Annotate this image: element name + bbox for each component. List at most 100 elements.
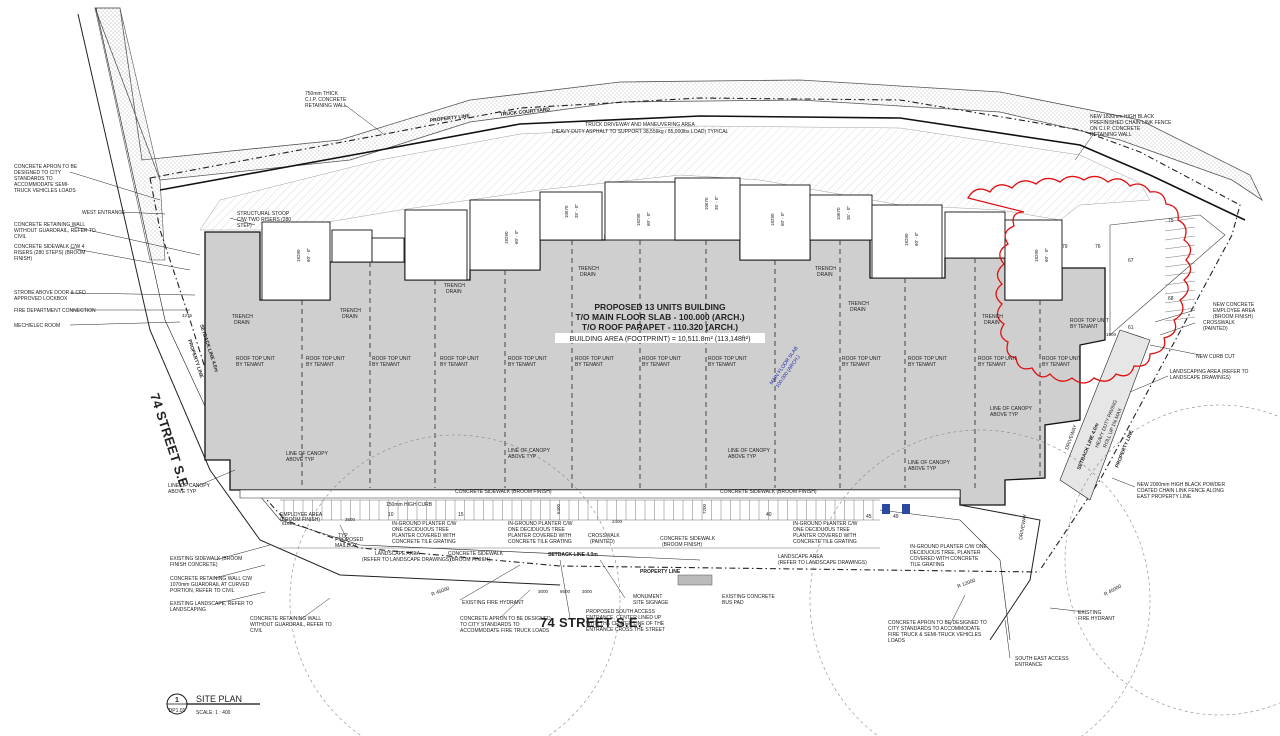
canopy-6b: ABOVE TYP bbox=[168, 489, 197, 495]
dim-35-3: 35' - 0" bbox=[846, 206, 851, 220]
fence-ne-label-2: PREFINISHED CHAIN LINK FENCE bbox=[1090, 120, 1172, 126]
view-scale: SCALE: 1 : 400 bbox=[196, 710, 231, 716]
planter-1a: IN-GROUND PLANTER C/W bbox=[392, 521, 457, 527]
rtu-7b: BY TENANT bbox=[642, 362, 670, 368]
west-street-edge bbox=[77, 13, 561, 586]
apron-s-1: CONCRETE APRON TO BE DESIGNED bbox=[460, 616, 551, 622]
stall-number-68: 68 bbox=[1168, 296, 1174, 302]
rtu-8b: BY TENANT bbox=[708, 362, 736, 368]
crw-curved-2: 1070mm GUARDRAIL AT CURVED bbox=[170, 582, 250, 588]
north-retaining-wall bbox=[159, 115, 1246, 221]
dim-5161: 5161 bbox=[282, 521, 293, 526]
curb-label: 150mm HIGH CURB bbox=[386, 502, 433, 508]
crw-south-3: CIVIL bbox=[250, 628, 263, 634]
canopy-1b: ABOVE TYP bbox=[286, 457, 315, 463]
hydrant-west-label: EXISTING FIRE HYDRANT bbox=[462, 600, 524, 606]
employee-area-1: NEW CONCRETE bbox=[1213, 302, 1255, 308]
stall-number-10: 10 bbox=[388, 512, 394, 518]
planter-4d: TILE GRATING bbox=[910, 562, 944, 568]
apron-nw-label-5: TRUCK VEHICLES LOADS bbox=[14, 188, 76, 194]
trench-drain-1b: DRAIN bbox=[234, 320, 250, 326]
parking-stall-line bbox=[1164, 307, 1196, 313]
trench-drain-5b: DRAIN bbox=[817, 272, 833, 278]
dim-4276: 4276 bbox=[182, 313, 193, 318]
dim-18290-5: 18290 bbox=[904, 233, 909, 246]
apron-se-4: LOADS bbox=[888, 638, 906, 644]
trench-drain-4a: TRENCH bbox=[578, 266, 599, 272]
trench-drain-7b: DRAIN bbox=[984, 320, 1000, 326]
canopy-2b: ABOVE TYP bbox=[508, 454, 537, 460]
dock-block-5 bbox=[469, 199, 541, 271]
rtu-12a: ROOF TOP UNIT bbox=[1042, 356, 1081, 362]
se-access-2: ENTRANCE bbox=[1015, 662, 1043, 668]
south-access-2: ENTRANCE, CENTER LINED UP bbox=[586, 615, 662, 621]
concrete-sidewalk-1: CONCRETE SIDEWALK bbox=[448, 551, 504, 557]
dock-block-3 bbox=[371, 237, 405, 263]
rtu-9a: ROOF TOP UNIT bbox=[842, 356, 881, 362]
sidewalk-label-1: CONCRETE SIDEWALK C/W 4 bbox=[14, 244, 85, 250]
apron-nw-label-1: CONCRETE APRON TO BE bbox=[14, 164, 78, 170]
rtu-4b: BY TENANT bbox=[440, 362, 468, 368]
concrete-sidewalk-1b: (BROOM FINISH) bbox=[450, 557, 490, 563]
trench-drain-labels: TRENCH DRAIN TRENCH DRAIN TRENCH DRAIN T… bbox=[232, 266, 1003, 326]
canopy-5b: ABOVE TYP bbox=[990, 412, 1019, 418]
crosswalk-mid-2: (PAINTED) bbox=[590, 539, 615, 545]
hydrant-east-2: FIRE HYDRANT bbox=[1078, 616, 1115, 622]
rtu-7a: ROOF TOP UNIT bbox=[642, 356, 681, 362]
truck-driveway-label-2: (HEAVY DUTY ASPHALT TO SUPPORT 38,556kg … bbox=[552, 129, 729, 135]
apron-nw-label-3: STANDARDS TO bbox=[14, 176, 53, 182]
parking-stall-line bbox=[1164, 289, 1196, 295]
canopy-2a: LINE OF CANOPY bbox=[508, 448, 551, 454]
stall-number-49: 49 bbox=[893, 514, 899, 520]
rtu-13a: ROOF TOP UNIT bbox=[1070, 318, 1109, 324]
apron-se-1: CONCRETE APRON TO BE DESIGNED TO bbox=[888, 620, 987, 626]
dock-block-12 bbox=[944, 211, 1006, 259]
dim-18290-6: 18290 bbox=[1034, 249, 1039, 262]
canopy-4b: ABOVE TYP bbox=[908, 466, 937, 472]
trench-drain-6b: DRAIN bbox=[850, 307, 866, 313]
driveway-label-se: DRIVEWAY bbox=[1018, 513, 1029, 540]
existing-sidewalk-2: FINISH CONCRETE) bbox=[170, 562, 218, 568]
canopy-5a: LINE OF CANOPY bbox=[990, 406, 1033, 412]
property-line-label-south: PROPERTY LINE bbox=[640, 569, 681, 575]
landscape-south-1: LANDSCAPE AREA bbox=[375, 551, 421, 557]
hydrant-east-1: EXISTING bbox=[1078, 610, 1101, 616]
dim-10670-2: 10670 bbox=[704, 197, 709, 210]
employee-area-sw-2: (BROOM FINISH) bbox=[280, 517, 320, 523]
stall-number-45: 45 bbox=[866, 514, 872, 520]
planter-2b: ONE DECIDUOUS TREE bbox=[508, 527, 566, 533]
dock-block-13 bbox=[1004, 219, 1063, 301]
dim-60-2: 60' - 0" bbox=[514, 230, 519, 244]
rtu-5b: BY TENANT bbox=[508, 362, 536, 368]
parking-stall-line bbox=[1164, 280, 1196, 286]
retaining-wall-label-1: 750mm THICK bbox=[305, 91, 339, 97]
canopy-6a: LINE OF CANOPY bbox=[168, 483, 211, 489]
rtu-5a: ROOF TOP UNIT bbox=[508, 356, 547, 362]
rtu-6b: BY TENANT bbox=[575, 362, 603, 368]
trench-drain-1a: TRENCH bbox=[232, 314, 253, 320]
landscape-south-2: (REFER TO LANDSCAPE DRAWINGS) bbox=[362, 557, 451, 563]
crw-label-2: WITHOUT GUARDRAIL, REFER TO bbox=[14, 228, 96, 234]
planter-2a: IN-GROUND PLANTER C/W bbox=[508, 521, 573, 527]
rtu-2b: BY TENANT bbox=[306, 362, 334, 368]
dim-60-5: 60' - 0" bbox=[914, 232, 919, 246]
bus-pad bbox=[677, 574, 713, 586]
rtu-8a: ROOF TOP UNIT bbox=[708, 356, 747, 362]
parking-stall-line bbox=[1164, 226, 1196, 232]
se-access-1: SOUTH EAST ACCESS bbox=[1015, 656, 1069, 662]
turning-radius-w bbox=[289, 434, 621, 736]
planter-3d: CONCRETE TILE GRATING bbox=[793, 539, 857, 545]
street-name-south: 74 STREET S.E. bbox=[540, 615, 642, 630]
planter-1d: CONCRETE TILE GRATING bbox=[392, 539, 456, 545]
dim-35-1: 35' - 0" bbox=[574, 204, 579, 218]
parking-stall-line bbox=[1164, 253, 1196, 259]
dim-60-1: 60' - 0" bbox=[306, 248, 311, 262]
new-curb-cut-label: NEW CURB CUT bbox=[1196, 354, 1235, 360]
mech-elec-label: MECH/ELEC ROOM bbox=[14, 323, 60, 329]
dock-block-7 bbox=[604, 181, 676, 241]
canopy-4a: LINE OF CANOPY bbox=[908, 460, 951, 466]
rtu-2a: ROOF TOP UNIT bbox=[306, 356, 345, 362]
apron-nw-label-2: DESIGNED TO CITY bbox=[14, 170, 62, 176]
planter-4c: COVERED WITH CONCRETE bbox=[910, 556, 979, 562]
